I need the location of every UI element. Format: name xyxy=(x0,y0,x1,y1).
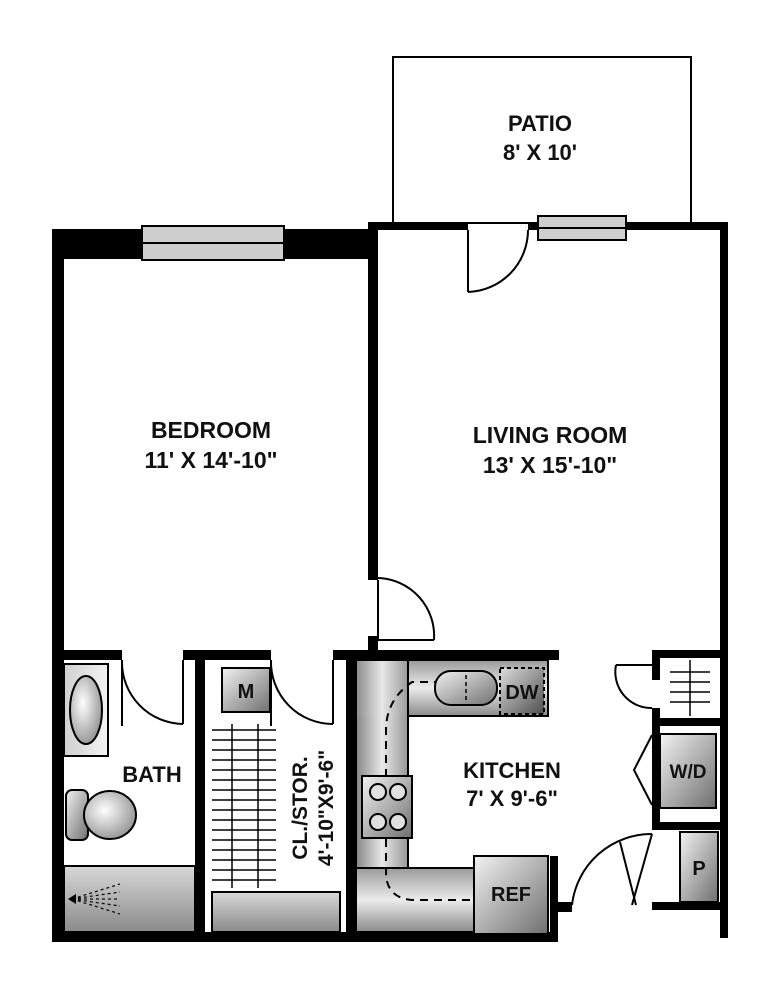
door-bedroom xyxy=(377,577,436,641)
burner-icon xyxy=(369,813,387,831)
closet-shelf-bottom xyxy=(211,891,341,933)
bedroom-name: BEDROOM xyxy=(151,417,271,443)
closet-fixtures xyxy=(211,667,341,933)
door-closet xyxy=(269,659,334,726)
toilet xyxy=(65,789,137,841)
patio-dims: 8' X 10' xyxy=(503,140,577,165)
bath-fixtures xyxy=(63,663,196,933)
bedroom-dims: 11' X 14'-10" xyxy=(144,447,277,473)
pantry-label: P xyxy=(692,858,705,880)
room-labels: PATIO 8' X 10' BEDROOM 11' X 14'-10" LIV… xyxy=(122,111,627,866)
wall-entry-stub xyxy=(552,902,572,912)
sink xyxy=(434,670,498,706)
kitchen-name: KITCHEN xyxy=(463,758,561,783)
walls xyxy=(52,222,728,942)
living-name: LIVING ROOM xyxy=(473,422,628,448)
patio-name: PATIO xyxy=(508,111,572,136)
shower xyxy=(63,865,196,933)
burner-icon xyxy=(389,783,407,801)
mech-label: M xyxy=(238,681,255,703)
wall-bedroom-living-upper xyxy=(368,222,378,580)
door-entry xyxy=(571,832,653,906)
burner-icon xyxy=(389,813,407,831)
wall-bedroom-living-lower xyxy=(368,636,378,662)
door-linen xyxy=(614,664,653,710)
burner-icon xyxy=(369,783,387,801)
washer-dryer-label: W/D xyxy=(670,762,707,783)
wall-utility-top xyxy=(653,650,728,658)
counter-bottom xyxy=(355,867,477,933)
wall-utility-bottom xyxy=(652,902,728,910)
wall-bath-top-left xyxy=(52,650,122,660)
closet-shelving xyxy=(212,724,276,888)
doors xyxy=(120,229,653,906)
dishwasher-label: DW xyxy=(505,682,538,704)
tub-basin xyxy=(69,675,103,745)
door-wd-bifold xyxy=(632,734,653,806)
wall-kitchen-right xyxy=(550,856,558,942)
wall-top-living-right xyxy=(528,222,728,230)
mech-box xyxy=(221,667,271,713)
wall-utility-left-upper xyxy=(652,650,660,680)
pantry xyxy=(679,831,719,903)
living-dims: 13' X 15'-10" xyxy=(483,452,617,478)
wall-bottom xyxy=(52,932,558,942)
wall-closet-kitchen xyxy=(346,650,356,942)
door-patio xyxy=(467,229,529,293)
kitchen-dims: 7' X 9'-6" xyxy=(466,786,558,811)
wall-left xyxy=(52,229,64,941)
refrigerator xyxy=(473,855,549,935)
washer-dryer xyxy=(659,733,717,809)
closet-dims: 4'-10"X9'-6" xyxy=(315,750,338,866)
fixture-labels: M DW W/D REF P xyxy=(238,681,707,906)
dishwasher xyxy=(499,667,545,715)
door-bath xyxy=(120,659,184,726)
cooktop xyxy=(361,775,413,839)
wall-top-living xyxy=(368,222,468,230)
wall-bath-closet xyxy=(195,650,205,942)
closet-name: CL./STOR. xyxy=(289,756,312,859)
kitchen-fixtures xyxy=(355,659,549,935)
refrigerator-label: REF xyxy=(491,884,531,906)
wall-right xyxy=(720,222,728,938)
bath-name: BATH xyxy=(122,762,181,787)
wall-utility-left-lower xyxy=(652,708,660,830)
linen-shelves xyxy=(670,660,710,716)
windows xyxy=(141,215,627,261)
shower-head-icon xyxy=(71,883,121,915)
wall-utility-mid2 xyxy=(652,822,728,830)
wall-closet-top-right xyxy=(333,650,559,660)
wall-utility-mid xyxy=(652,718,728,726)
wall-bath-top-right xyxy=(183,650,271,660)
utility-fixtures xyxy=(659,733,719,903)
